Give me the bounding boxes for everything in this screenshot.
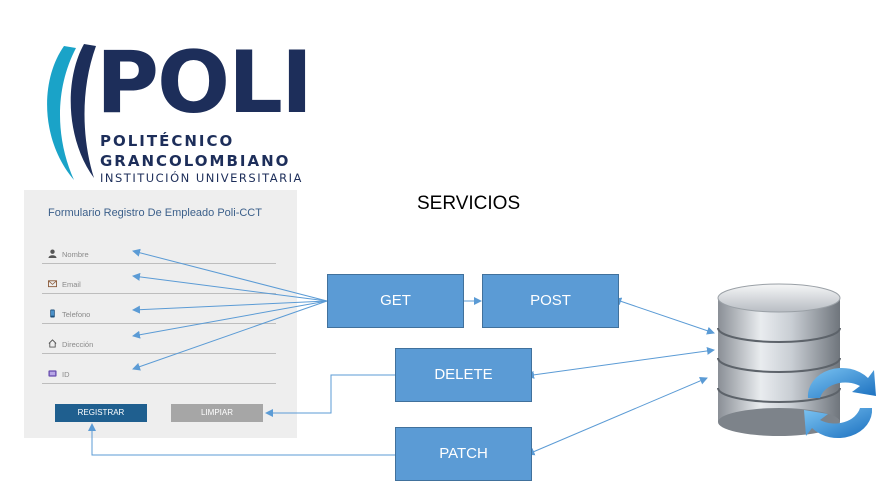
person-icon (48, 249, 57, 258)
field-label-id: ID (62, 370, 70, 379)
home-icon (48, 339, 57, 348)
field-label-nombre: Nombre (62, 250, 89, 259)
diagram-title: SERVICIOS (417, 193, 521, 214)
field-label-email: Email (62, 280, 81, 289)
logo-line-3: INSTITUCIÓN UNIVERSITARIA (100, 171, 303, 185)
logo-line-2: GRANCOLOMBIANO (100, 152, 291, 170)
id-card-icon (48, 370, 57, 377)
envelope-icon (48, 280, 57, 288)
database-sync-icon (717, 283, 876, 439)
field-label-telefono: Telefono (62, 310, 91, 319)
register-button[interactable]: REGISTRAR (55, 404, 147, 422)
field-underline (42, 323, 276, 324)
logo-brand-text: POLI (96, 33, 313, 133)
post-service-box: POST (482, 274, 619, 328)
field-underline (42, 353, 276, 354)
form-title: Formulario Registro De Empleado Poli-CCT (48, 207, 262, 219)
logo-line-1: POLITÉCNICO (100, 132, 235, 150)
field-underline (42, 383, 276, 384)
get-service-box: GET (327, 274, 464, 328)
field-underline (42, 263, 276, 264)
clear-button[interactable]: LIMPIAR (171, 404, 263, 422)
delete-service-box: DELETE (395, 348, 532, 402)
field-label-direccion: Dirección (62, 340, 94, 349)
poli-logo (47, 44, 96, 180)
patch-service-box: PATCH (395, 427, 532, 481)
field-underline (42, 293, 276, 294)
phone-icon (50, 309, 55, 318)
